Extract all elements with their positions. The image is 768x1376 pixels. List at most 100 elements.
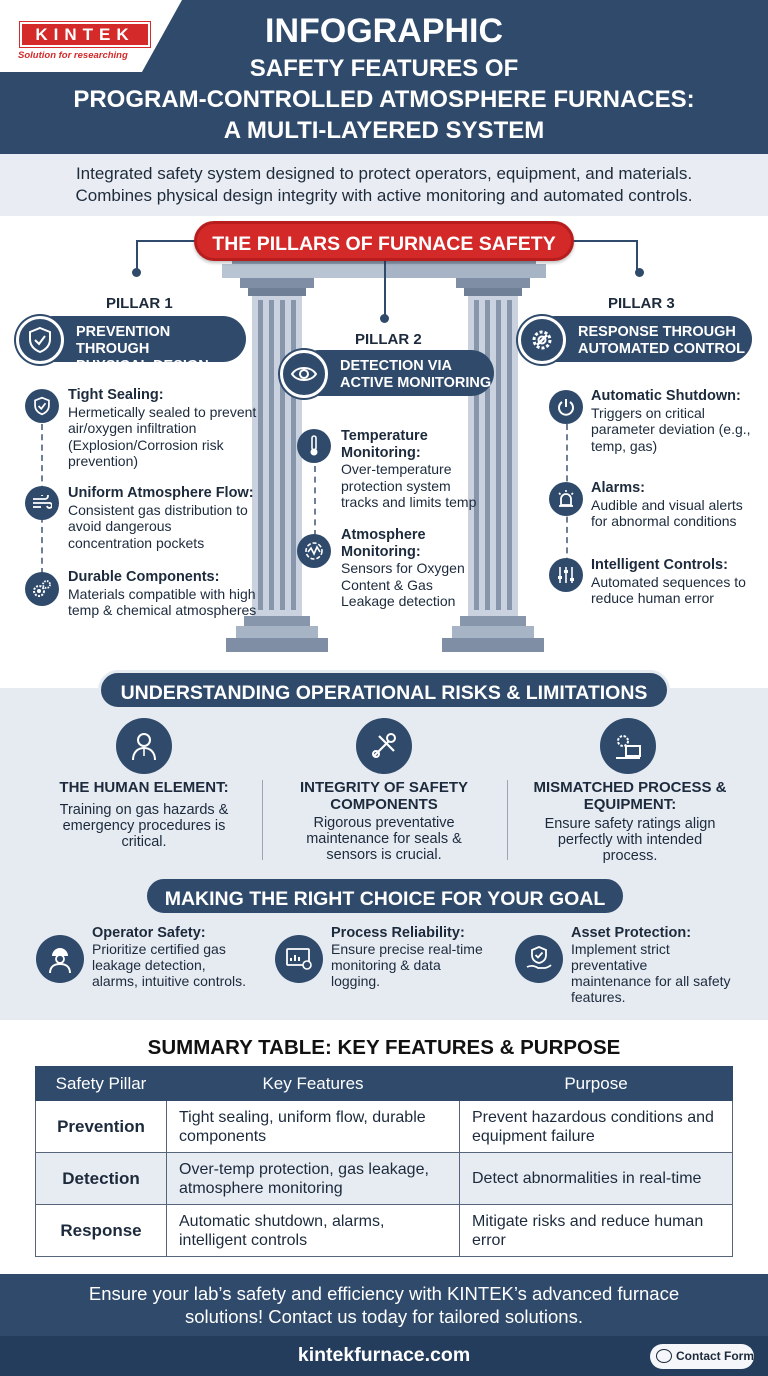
summary-table-section: SUMMARY TABLE: KEY FEATURES & PURPOSE Sa… xyxy=(0,1020,768,1274)
feature-text: Automated sequences to reduce human erro… xyxy=(591,573,746,607)
table-row: Response Automatic shutdown, alarms, int… xyxy=(35,1204,733,1257)
table-header-cell: Purpose xyxy=(459,1066,733,1101)
pillar1-title: PREVENTION THROUGH PHYSICAL DESIGN xyxy=(30,316,246,374)
feature-title: Intelligent Controls: xyxy=(591,557,728,573)
footer-bar: kintekfurnace.com Contact Form xyxy=(0,1336,768,1376)
feature-automatic-shutdown: Automatic Shutdown: Triggers on critical… xyxy=(591,388,751,454)
risk-text-human-element: Training on gas hazards & emergency proc… xyxy=(59,802,229,850)
feature-text: Materials compatible with high temp & ch… xyxy=(68,585,257,619)
header: KINTEK Solution for researching INFOGRAP… xyxy=(0,0,768,154)
feature-tight-sealing: Tight Sealing: Hermetically sealed to pr… xyxy=(68,387,258,470)
table-cell-features: Over-temp protection, gas leakage, atmos… xyxy=(166,1152,460,1205)
risk-text-mismatched-process: Ensure safety ratings align perfectly wi… xyxy=(544,816,716,864)
pillar3-title-line2: AUTOMATED CONTROL xyxy=(578,341,746,357)
intro-line-2: Combines physical design integrity with … xyxy=(75,186,693,205)
table-cell-features: Automatic shutdown, alarms, intelligent … xyxy=(166,1204,460,1257)
contact-form-button[interactable]: Contact Form xyxy=(650,1344,754,1369)
goal-asset-protection: Asset Protection: Implement strict preve… xyxy=(571,925,731,1005)
thermometer-icon xyxy=(297,429,331,463)
pillar2-label: PILLAR 2 xyxy=(355,331,422,348)
operator-icon xyxy=(116,718,172,774)
tools-icon xyxy=(356,718,412,774)
shield-check-icon xyxy=(16,316,64,364)
power-icon xyxy=(549,390,583,424)
table-cell-purpose: Prevent hazardous conditions and equipme… xyxy=(459,1100,733,1153)
goal-text: Prioritize certified gas leakage detecti… xyxy=(92,941,247,989)
goal-text: Implement strict preventative maintenanc… xyxy=(571,941,731,1005)
cta-line-2: solutions! Contact us today for tailored… xyxy=(185,1306,583,1327)
feature-intelligent-controls: Intelligent Controls: Automated sequence… xyxy=(591,557,751,607)
feature-text: Consistent gas distribution to avoid dan… xyxy=(68,501,248,551)
goals-heading: MAKING THE RIGHT CHOICE FOR YOUR GOAL xyxy=(144,876,626,916)
feature-alarms: Alarms: Audible and visual alerts for ab… xyxy=(591,480,751,530)
feature-text: Triggers on critical parameter deviation… xyxy=(591,404,751,454)
table-row: Detection Over-temp protection, gas leak… xyxy=(35,1152,733,1205)
pillar2-title: DETECTION VIA ACTIVE MONITORING xyxy=(296,350,494,396)
gear-wrench-icon xyxy=(518,316,566,364)
title-line-2: SAFETY FEATURES OF xyxy=(249,55,519,82)
connector-pillar1 xyxy=(136,240,196,272)
goal-title: Operator Safety: xyxy=(92,925,206,941)
pillar3-label: PILLAR 3 xyxy=(608,295,675,312)
logo-panel: KINTEK Solution for researching xyxy=(0,0,182,72)
risks-heading: UNDERSTANDING OPERATIONAL RISKS & LIMITA… xyxy=(98,670,670,710)
pillar3-title-line1: RESPONSE THROUGH xyxy=(578,324,736,340)
feature-text: Over-temperature protection system track… xyxy=(341,461,477,510)
logo-tagline: Solution for researching xyxy=(18,50,128,61)
pillar2-title-line2: ACTIVE MONITORING xyxy=(340,375,492,391)
pillars-banner: THE PILLARS OF FURNACE SAFETY xyxy=(194,221,574,261)
table-cell-pillar: Detection xyxy=(35,1152,167,1205)
pillar1-title-line1: PREVENTION THROUGH xyxy=(76,324,171,357)
hand-shield-icon xyxy=(515,935,563,983)
connector-pillar3 xyxy=(574,240,638,272)
title-line-3: PROGRAM-CONTROLLED ATMOSPHERE FURNACES: xyxy=(73,86,695,113)
title-line-4: A MULTI-LAYERED SYSTEM xyxy=(223,117,545,144)
feature-durable-components: Durable Components: Materials compatible… xyxy=(68,569,258,619)
connector-dot-pillar1 xyxy=(132,268,141,277)
feature-title: Durable Components: xyxy=(68,569,220,585)
risk-title-mismatched-process: MISMATCHED PROCESS & EQUIPMENT: xyxy=(533,779,727,813)
risk-title-safety-components: INTEGRITY OF SAFETY COMPONENTS xyxy=(299,779,469,813)
feature-title: Temperature Monitoring: xyxy=(341,428,428,461)
table-cell-purpose: Mitigate risks and reduce human error xyxy=(459,1204,733,1257)
risk-text-safety-components: Rigorous preventative maintenance for se… xyxy=(306,815,462,863)
feature-atmosphere-monitoring: Atmosphere Monitoring: Sensors for Oxyge… xyxy=(341,527,481,610)
table-cell-purpose: Detect abnormalities in real-time xyxy=(459,1152,733,1205)
table-cell-features: Tight sealing, uniform flow, durable com… xyxy=(166,1100,460,1153)
intro-line-1: Integrated safety system designed to pro… xyxy=(75,164,693,183)
connector-dot-pillar2 xyxy=(380,314,389,323)
connector-dot-pillar3 xyxy=(635,268,644,277)
pillar2-title-line1: DETECTION VIA xyxy=(340,358,452,374)
feature-title: Uniform Atmosphere Flow: xyxy=(68,485,254,501)
footer-cta: Ensure your lab’s safety and efficiency … xyxy=(0,1282,768,1328)
gas-sensor-icon xyxy=(297,534,331,568)
sliders-icon xyxy=(549,558,583,592)
feature-title: Alarms: xyxy=(591,480,645,496)
risk-divider-2 xyxy=(507,780,508,860)
title-infographic: INFOGRAPHIC xyxy=(265,12,503,50)
table-header-row: Safety Pillar Key Features Purpose xyxy=(35,1066,733,1101)
risk-title-human-element: THE HUMAN ELEMENT: xyxy=(59,779,229,796)
pillar1-title-line2: PHYSICAL DESIGN xyxy=(76,358,209,374)
process-equipment-icon xyxy=(600,718,656,774)
feature-uniform-flow: Uniform Atmosphere Flow: Consistent gas … xyxy=(68,485,258,551)
feature-title: Atmosphere Monitoring: xyxy=(341,527,426,560)
contact-form-label: Contact Form xyxy=(676,1349,754,1363)
summary-table-title: SUMMARY TABLE: KEY FEATURES & PURPOSE xyxy=(147,1036,621,1059)
summary-table: Safety Pillar Key Features Purpose Preve… xyxy=(35,1066,733,1257)
message-icon xyxy=(656,1349,672,1363)
kintek-logo[interactable]: KINTEK xyxy=(19,21,151,48)
alarm-light-icon xyxy=(549,482,583,516)
connector-pillar2 xyxy=(384,261,386,317)
shield-check-icon xyxy=(25,389,59,423)
table-header-cell: Safety Pillar xyxy=(35,1066,167,1101)
table-cell-pillar: Prevention xyxy=(35,1100,167,1153)
website-link[interactable]: kintekfurnace.com xyxy=(297,1344,471,1366)
cta-line-1: Ensure your lab’s safety and efficiency … xyxy=(88,1283,680,1304)
feature-title: Tight Sealing: xyxy=(68,387,164,403)
pillar1-label: PILLAR 1 xyxy=(106,295,173,312)
hard-hat-worker-icon xyxy=(36,935,84,983)
pillar2-dashed-line xyxy=(314,466,316,536)
feature-text: Sensors for Oxygen Content & Gas Leakage… xyxy=(341,560,465,609)
table-cell-pillar: Response xyxy=(35,1204,167,1257)
